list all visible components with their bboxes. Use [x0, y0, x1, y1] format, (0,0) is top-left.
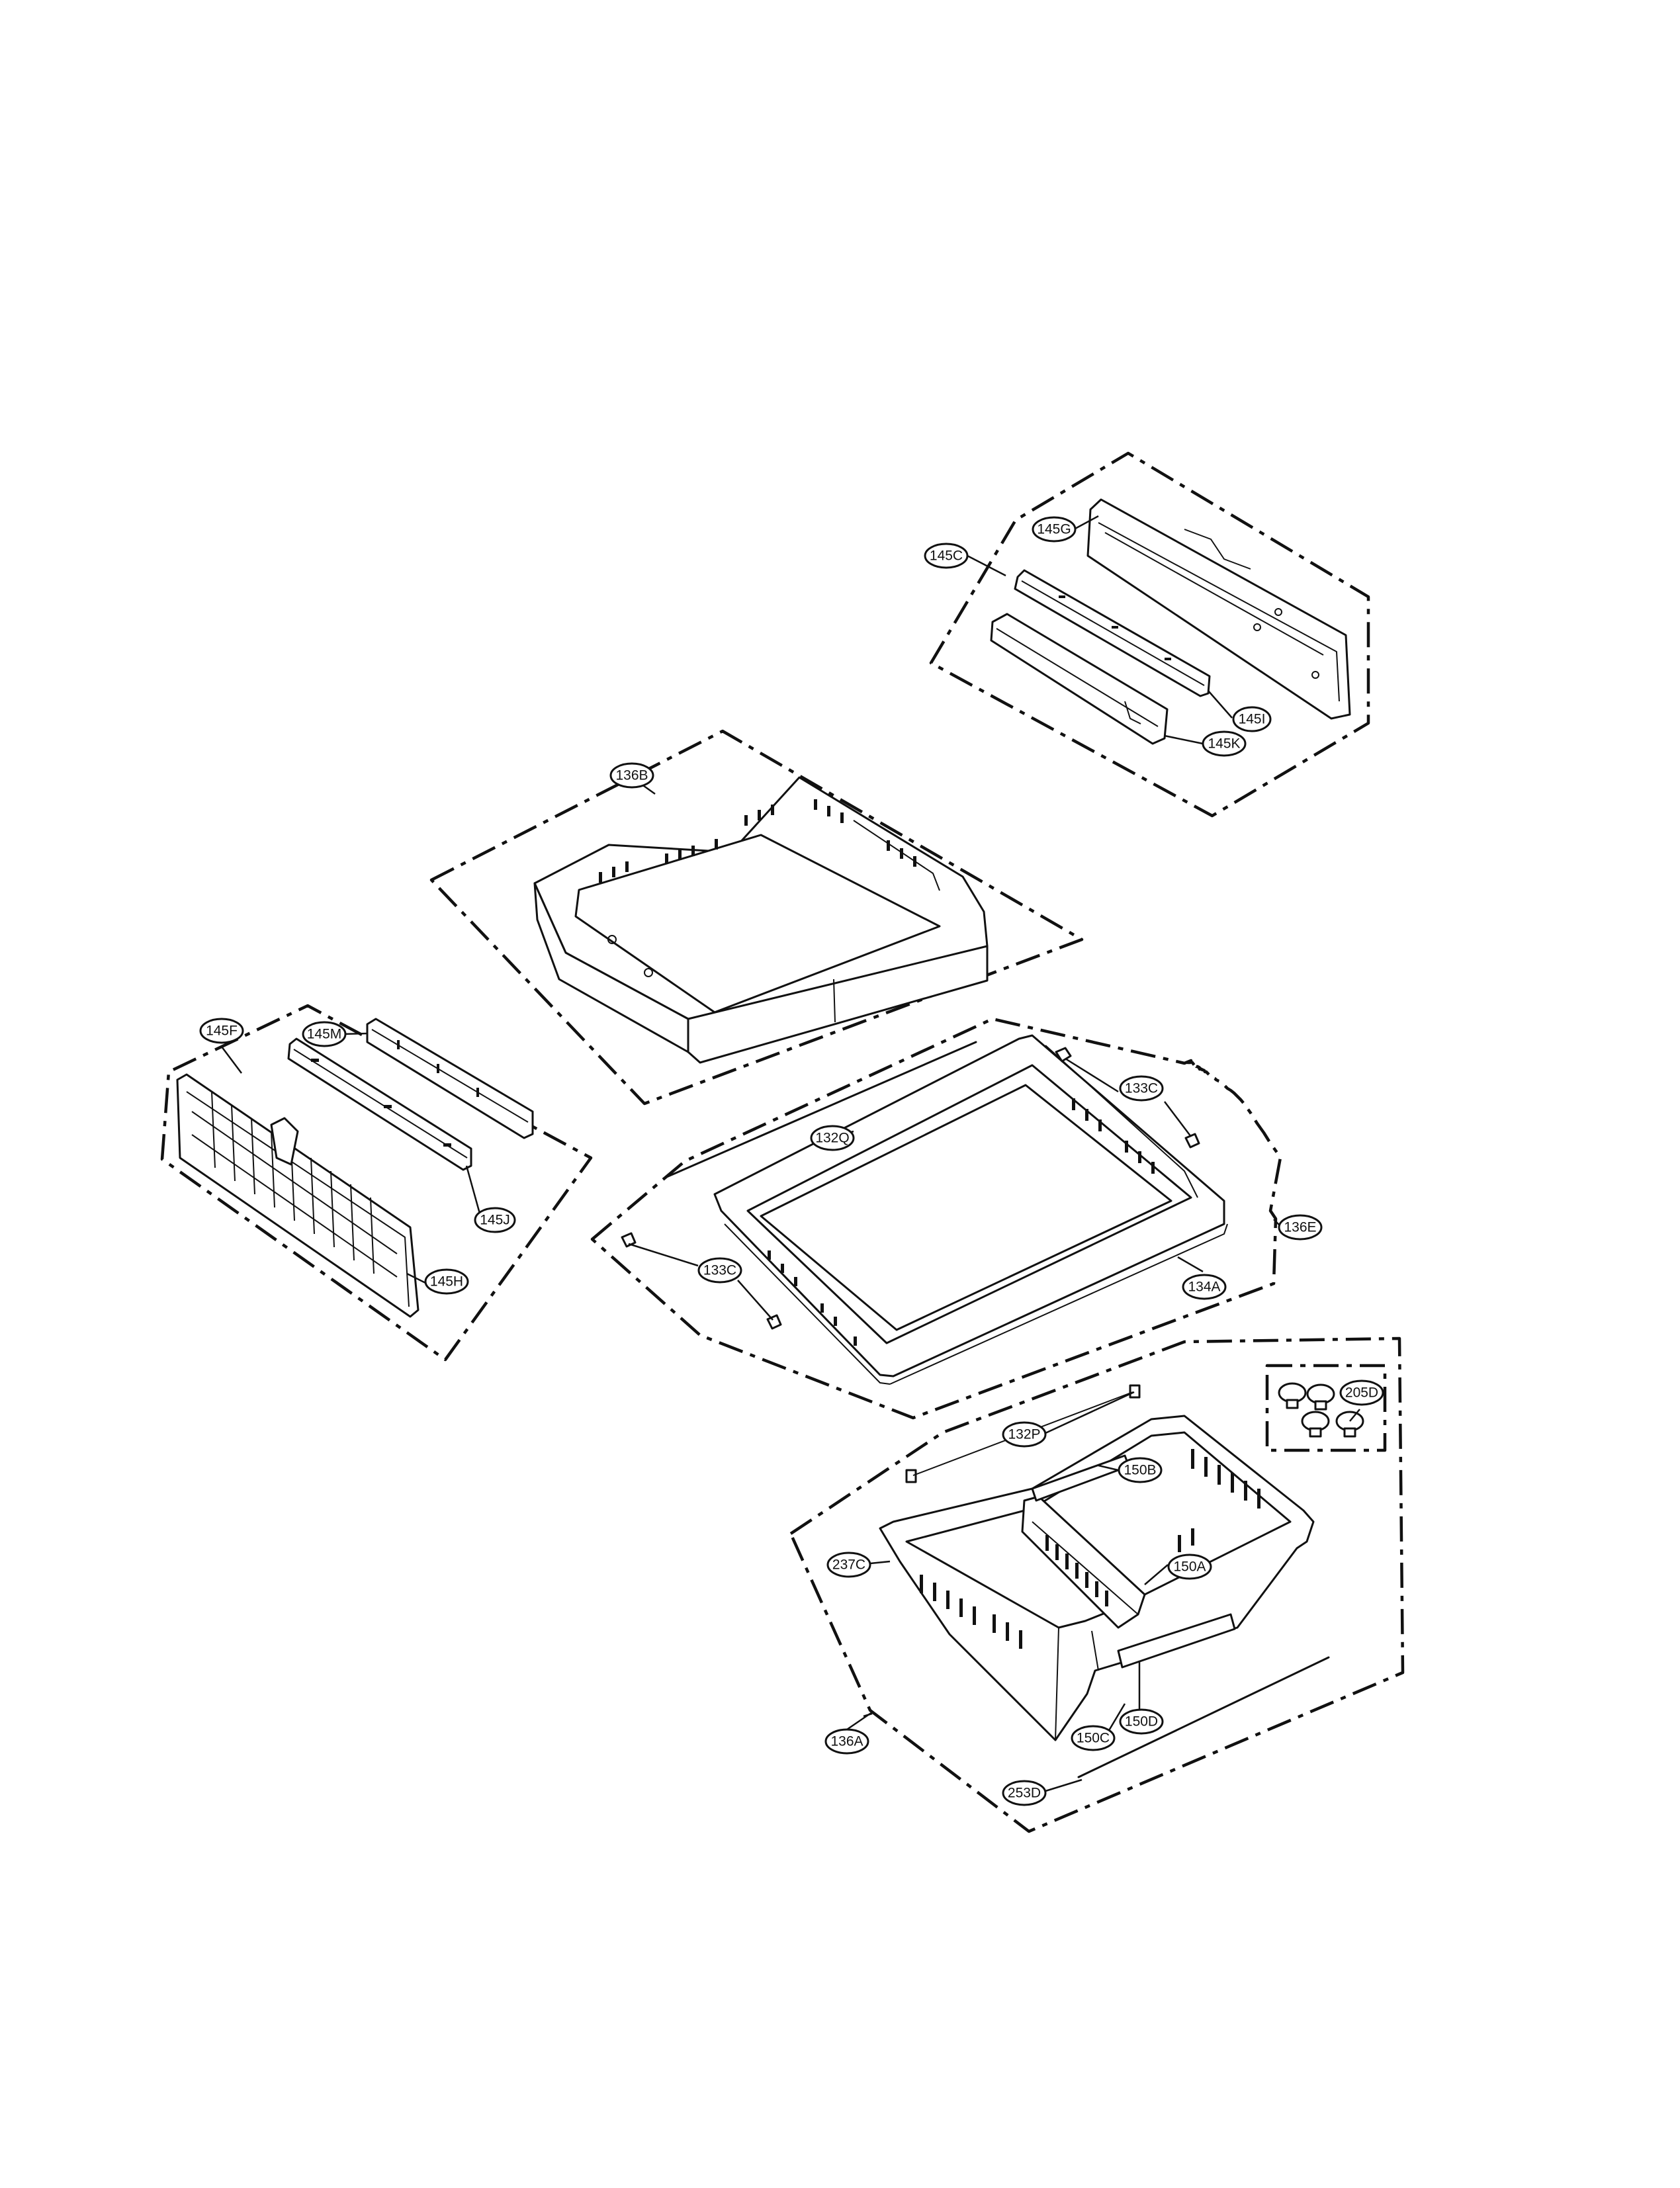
svg-text:145M: 145M	[307, 1027, 342, 1042]
svg-text:145K: 145K	[1208, 736, 1240, 752]
callout-150c: 150C	[1071, 1725, 1116, 1751]
svg-text:136E: 136E	[1284, 1220, 1316, 1235]
svg-text:145F: 145F	[206, 1024, 238, 1039]
part-136b-tray	[533, 776, 989, 1064]
group-145f	[160, 1004, 593, 1362]
callout-133c-top: 133C	[1119, 1075, 1164, 1102]
svg-text:132P: 132P	[1008, 1427, 1040, 1442]
callout-145h: 145H	[424, 1268, 469, 1295]
part-134a-shelf	[713, 1034, 1228, 1385]
shelf-slots	[768, 1098, 1155, 1346]
callout-145m: 145M	[302, 1021, 347, 1047]
part-145g-bracket	[1086, 498, 1351, 720]
svg-text:133C: 133C	[1125, 1081, 1158, 1096]
part-145h-panel	[176, 1073, 420, 1318]
svg-text:205D: 205D	[1345, 1385, 1378, 1401]
callout-136b: 136B	[609, 762, 654, 789]
group-205d-boundary	[1265, 1364, 1387, 1452]
callout-150b: 150B	[1118, 1457, 1163, 1483]
group-136a-boundary	[789, 1336, 1405, 1833]
callout-145i: 145I	[1232, 706, 1272, 732]
bin-slots	[920, 1449, 1260, 1649]
callout-134a: 134A	[1182, 1274, 1227, 1300]
part-136a-bin	[879, 1415, 1315, 1741]
svg-text:237C: 237C	[832, 1557, 865, 1573]
callout-150d: 150D	[1119, 1708, 1164, 1735]
svg-text:150A: 150A	[1173, 1559, 1206, 1575]
svg-text:150B: 150B	[1124, 1463, 1156, 1478]
group-136a	[789, 1336, 1405, 1833]
callout-132q: 132Q	[810, 1125, 855, 1151]
group-136e	[590, 1017, 1283, 1420]
callout-237c: 237C	[826, 1552, 871, 1578]
callout-136a: 136A	[824, 1728, 869, 1755]
svg-text:145J: 145J	[480, 1213, 510, 1228]
svg-text:150D: 150D	[1125, 1714, 1158, 1729]
part-150d-handle	[1117, 1613, 1236, 1669]
group-145c	[929, 451, 1370, 818]
part-145i-rail	[1014, 569, 1211, 697]
callout-253d: 253D	[1002, 1780, 1047, 1806]
group-145f-boundary	[160, 1004, 593, 1362]
callout-145c: 145C	[924, 543, 969, 569]
group-136b	[429, 729, 1084, 1106]
part-132q-trim	[664, 1041, 977, 1179]
callout-205d: 205D	[1339, 1379, 1384, 1406]
svg-text:253D: 253D	[1008, 1786, 1041, 1801]
svg-text:145G: 145G	[1037, 522, 1071, 537]
callout-150a: 150A	[1167, 1553, 1212, 1580]
divider-slots	[1045, 1535, 1108, 1606]
callout-145g: 145G	[1032, 516, 1077, 543]
svg-text:145C: 145C	[930, 548, 963, 564]
group-145c-boundary	[929, 451, 1370, 818]
callout-133c-bottom: 133C	[697, 1257, 742, 1284]
part-145m-cover	[366, 1018, 534, 1139]
svg-text:145H: 145H	[430, 1274, 463, 1290]
callout-132p: 132P	[1002, 1421, 1047, 1448]
callout-145f: 145F	[199, 1018, 244, 1044]
svg-text:145I: 145I	[1239, 712, 1266, 727]
svg-text:132Q: 132Q	[815, 1131, 849, 1146]
part-205d-plugs	[1278, 1382, 1364, 1438]
svg-text:136A: 136A	[830, 1734, 863, 1749]
part-145k-cover	[990, 613, 1169, 745]
callout-145j: 145J	[474, 1207, 516, 1233]
callout-145k: 145K	[1202, 730, 1247, 757]
svg-text:134A: 134A	[1188, 1280, 1220, 1295]
svg-text:150C: 150C	[1077, 1731, 1110, 1746]
group-136e-boundary	[590, 1017, 1282, 1420]
part-145j-rail	[287, 1037, 472, 1171]
svg-text:136B: 136B	[615, 768, 648, 783]
callout-136e: 136E	[1278, 1214, 1323, 1241]
group-136b-boundary	[429, 729, 1084, 1106]
panel-grid	[191, 1091, 398, 1278]
part-253d-rod	[1077, 1656, 1330, 1778]
svg-text:133C: 133C	[703, 1263, 736, 1278]
